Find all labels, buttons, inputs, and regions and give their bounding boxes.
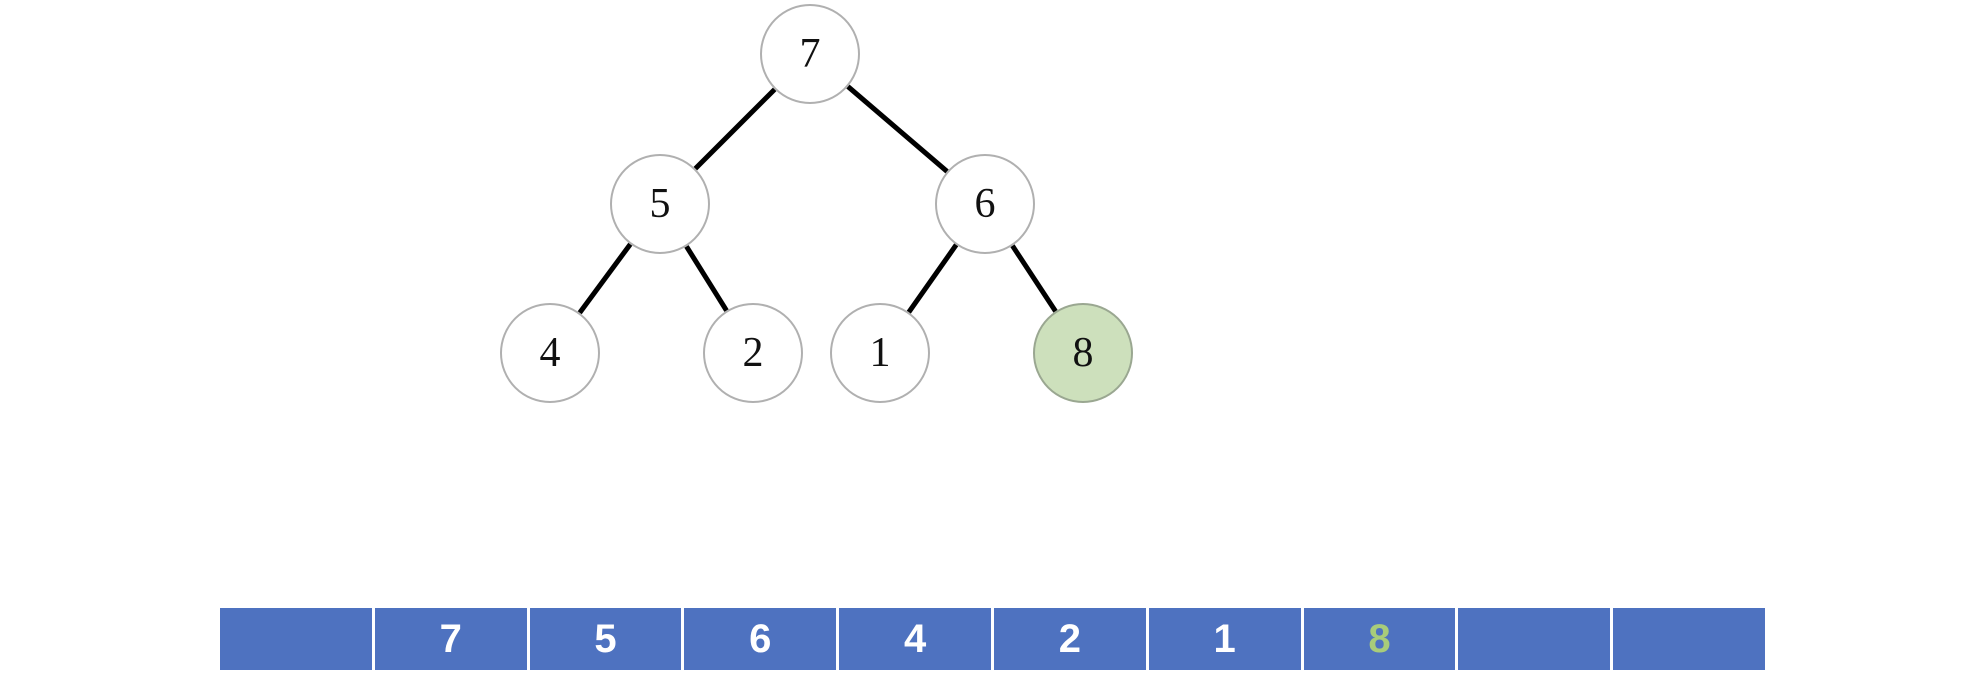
array-cell-6[interactable]: 1 [1148, 608, 1304, 670]
array-cell-label: 1 [1213, 617, 1236, 661]
array-cell-label: 7 [439, 617, 462, 661]
tree-node-label: 7 [799, 31, 821, 77]
array-cell-1[interactable]: 7 [374, 608, 530, 670]
tree-node-7[interactable]: 7 [760, 4, 860, 104]
tree-node-label: 4 [539, 330, 561, 376]
array-cell-4[interactable]: 4 [839, 608, 994, 670]
array-cell-label: 8 [1368, 617, 1391, 661]
array-row: 7 5 6 4 2 1 8 [220, 608, 1765, 670]
tree-node-label: 2 [742, 330, 764, 376]
tree-node-label: 1 [869, 330, 891, 376]
array-cell-label: 4 [903, 617, 927, 661]
tree-node-4[interactable]: 4 [500, 303, 600, 403]
tree-node-8[interactable]: 8 [1033, 303, 1133, 403]
array-cell-3[interactable]: 6 [684, 608, 840, 670]
tree-node-5[interactable]: 5 [610, 154, 710, 254]
tree-node-2[interactable]: 2 [703, 303, 803, 403]
heap-array: 7 5 6 4 2 1 8 [220, 608, 1765, 670]
array-cell-label: 5 [594, 617, 617, 661]
tree-node-1[interactable]: 1 [830, 303, 930, 403]
array-cell-0[interactable] [220, 608, 375, 670]
array-cell-2[interactable]: 5 [529, 608, 685, 670]
tree-node-label: 8 [1072, 330, 1094, 376]
array-cell-7[interactable]: 8 [1303, 608, 1459, 670]
array-cell-9[interactable] [1613, 608, 1765, 670]
tree-node-label: 5 [649, 181, 671, 227]
array-cell-5[interactable]: 2 [993, 608, 1149, 670]
binary-heap-tree: 7 5 6 4 2 1 8 [500, 4, 1133, 403]
tree-node-6[interactable]: 6 [935, 154, 1035, 254]
array-cell-8[interactable] [1458, 608, 1614, 670]
array-cell-label: 6 [749, 617, 772, 661]
array-cell-label: 2 [1058, 617, 1081, 661]
tree-node-layer: 7 5 6 4 2 1 8 [500, 4, 1133, 403]
tree-node-label: 6 [974, 181, 996, 227]
